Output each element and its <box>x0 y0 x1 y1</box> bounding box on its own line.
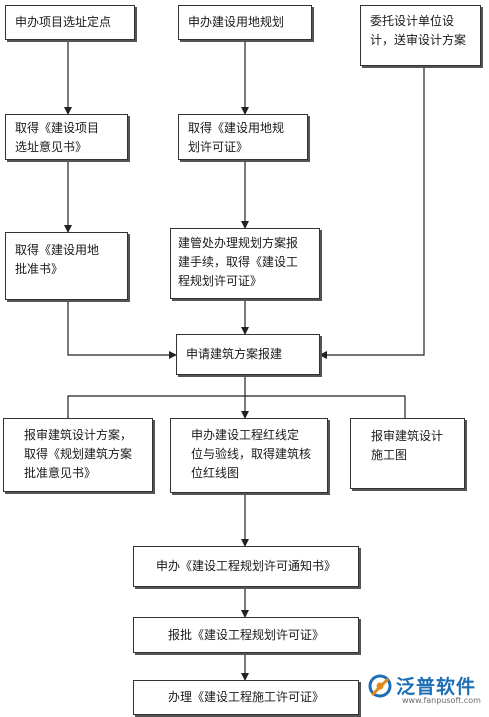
box-entrust-design-line-2: 计，送审设计方案 <box>370 33 467 47</box>
box-review-scheme: 报审建筑设计方案， 取得《规划建筑方案 批准意见书》 <box>3 418 153 492</box>
box-apply-site-line: 申办项目选址定点 <box>15 15 112 29</box>
box-review-construction-design: 报审建筑设计 施工图 <box>350 418 465 489</box>
box-review-scheme-line-3: 批准意见书》 <box>24 466 97 480</box>
box-apply-land-plan: 申办建设用地规划 <box>178 5 312 40</box>
box-apply-scheme: 申请建筑方案报建 <box>176 334 320 375</box>
box-red-line-line-1: 申办建设工程红线定 <box>191 428 300 442</box>
box-site-opinion-line-1: 取得《建设项目 <box>15 121 100 135</box>
box-apply-scheme-line: 申请建筑方案报建 <box>186 347 283 361</box>
box-apply-notice-line: 申办《建设工程规划许可通知书》 <box>155 559 336 573</box>
arrow-approval-to-scheme <box>67 300 177 359</box>
box-land-plan-permit-line-1: 取得《建设用地规 <box>188 121 285 135</box>
logo-icon <box>368 674 392 698</box>
box-land-approval-line-2: 批准书》 <box>15 262 64 276</box>
box-entrust-design: 委托设计单位设 计，送审设计方案 <box>360 5 481 66</box>
box-construction-permit: 办理《建设工程施工许可证》 <box>133 680 359 715</box>
box-land-approval: 取得《建设用地 批准书》 <box>5 232 128 300</box>
box-planning-permit-proc-line-1: 建管处办理规划方案报 <box>178 236 299 250</box>
branch-bar <box>67 395 406 418</box>
box-site-opinion-line-2: 选址意见书》 <box>15 140 88 154</box>
box-planning-permit-proc-line-3: 程规划许可证》 <box>178 274 263 288</box>
box-apply-land-plan-line: 申办建设用地规划 <box>188 15 285 29</box>
box-red-line-line-2: 位与验线，取得建筑核 <box>191 447 312 461</box>
box-apply-notice: 申办《建设工程规划许可通知书》 <box>133 546 359 587</box>
box-land-plan-permit-line-2: 划许可证》 <box>188 140 249 154</box>
box-entrust-design-line-1: 委托设计单位设 <box>370 14 455 28</box>
box-site-opinion: 取得《建设项目 选址意见书》 <box>5 114 128 160</box>
logo-url: www.fanpusoft.com <box>402 696 481 705</box>
box-red-line-line-3: 位红线图 <box>191 466 240 480</box>
arrow-entrust-to-scheme <box>319 66 425 359</box>
box-review-construction-design-line-2: 施工图 <box>371 448 408 462</box>
box-apply-site: 申办项目选址定点 <box>5 5 135 40</box>
box-review-scheme-line-2: 取得《规划建筑方案 <box>24 447 133 461</box>
watermark-logo: 泛普软件 www.fanpusoft.com <box>366 668 484 708</box>
box-planning-permit-proc: 建管处办理规划方案报 建手续，取得《建设工 程规划许可证》 <box>170 228 320 299</box>
box-approve-permit-line: 报批《建设工程规划许可证》 <box>167 628 324 642</box>
box-planning-permit-proc-line-2: 建手续，取得《建设工 <box>178 255 299 269</box>
box-review-scheme-line-1: 报审建筑设计方案， <box>24 428 133 442</box>
box-approve-permit: 报批《建设工程规划许可证》 <box>133 617 359 653</box>
box-construction-permit-line: 办理《建设工程施工许可证》 <box>167 690 324 704</box>
box-review-construction-design-line-1: 报审建筑设计 <box>371 429 444 443</box>
box-red-line: 申办建设工程红线定 位与验线，取得建筑核 位红线图 <box>170 418 328 493</box>
logo-text: 泛普软件 <box>396 676 477 698</box>
box-land-plan-permit: 取得《建设用地规 划许可证》 <box>178 114 308 160</box>
box-land-approval-line-1: 取得《建设用地 <box>15 243 100 257</box>
